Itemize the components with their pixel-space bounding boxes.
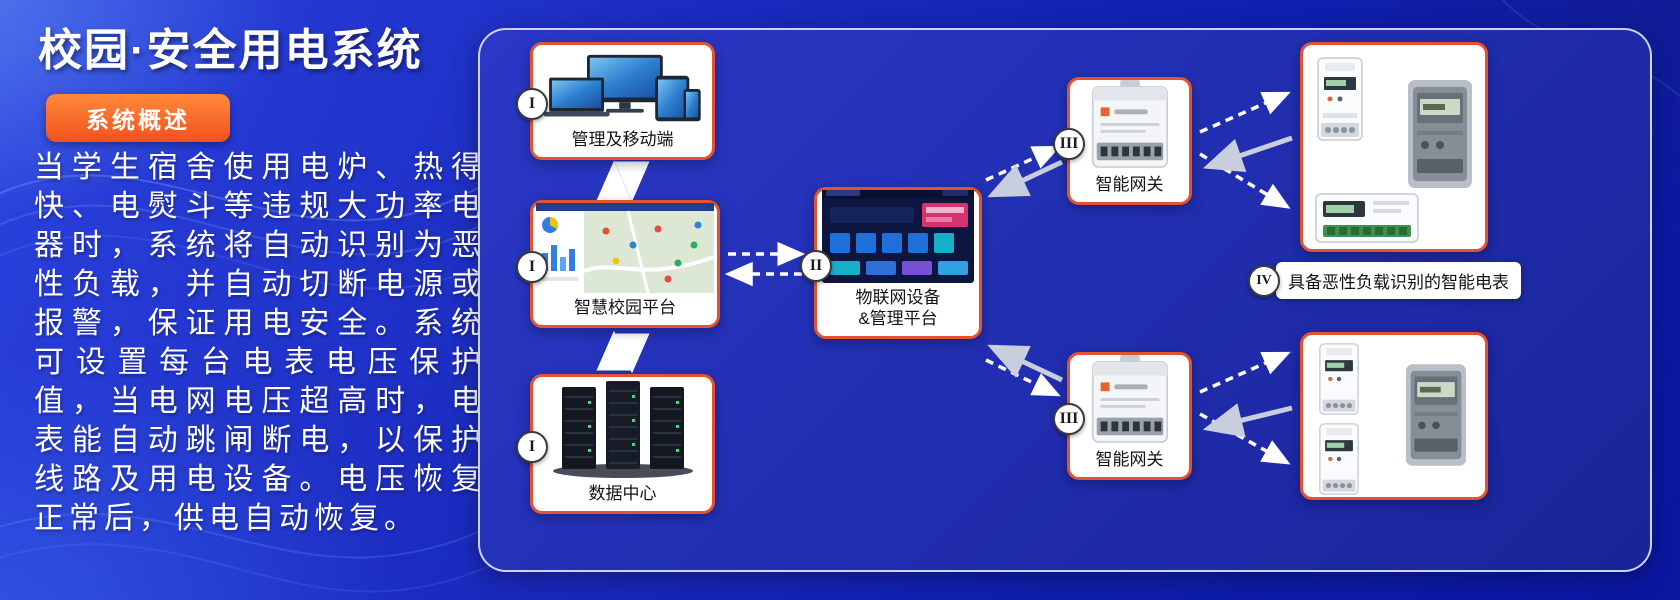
numeral-gateway-bottom: III (1053, 403, 1085, 435)
dashboard-illustration (533, 203, 717, 293)
node-smart-meters-top (1300, 42, 1488, 252)
node-campus-platform: I (516, 200, 720, 328)
numeral-smart-meters: IV (1248, 264, 1280, 297)
node-gateway-top: III 智能网关 (1053, 77, 1192, 205)
smart-meters-caption: IV 具备恶性负载识别的智能电表 (1248, 262, 1521, 299)
meter-dark-illustration (1408, 80, 1472, 188)
overview-badge: 系统概述 (46, 94, 230, 142)
devices-illustration (533, 45, 712, 125)
gateway-illustration (1070, 80, 1189, 170)
server-rack-illustration (533, 377, 712, 479)
node-management: I 管理及移动端 (516, 42, 715, 160)
page-title: 校园·安全用电系统 (38, 26, 423, 75)
iot-screen-illustration (817, 190, 979, 283)
meter-dark-illustration (1405, 364, 1467, 466)
numeral-gateway-top: III (1053, 128, 1085, 160)
data-center-label: 数据中心 (588, 483, 657, 503)
gateway-bottom-label: 智能网关 (1095, 449, 1164, 469)
meter-white-illustration (1319, 343, 1359, 415)
iot-platform-label-line2: &管理平台 (858, 308, 938, 328)
numeral-campus-platform: I (516, 251, 548, 283)
management-label: 管理及移动端 (571, 129, 674, 149)
meter-wide-illustration (1315, 193, 1419, 243)
numeral-iot-platform: II (800, 250, 832, 282)
numeral-data-center: I (516, 431, 548, 463)
smart-meters-label: 具备恶性负载识别的智能电表 (1276, 262, 1521, 299)
node-gateway-bottom: III 智能网关 (1053, 352, 1192, 480)
overview-description: 当学生宿舍使用电炉、热得快、电熨斗等违规大功率电器时，系统将自动识别为恶性负载，… (34, 151, 486, 535)
iot-platform-label-line1: 物联网设备 (855, 287, 941, 307)
diagram-panel: I 管理及移动端 I (478, 28, 1652, 572)
gateway-top-label: 智能网关 (1095, 174, 1164, 194)
gateway-illustration (1070, 355, 1189, 445)
campus-platform-label: 智慧校园平台 (574, 297, 676, 317)
numeral-management: I (516, 88, 548, 120)
meter-white-illustration (1319, 423, 1359, 495)
node-data-center: I 数据中心 (516, 374, 715, 514)
iot-platform-label: 物联网设备 &管理平台 (817, 283, 979, 337)
meter-white-illustration (1317, 57, 1363, 141)
node-smart-meters-bottom (1300, 332, 1488, 500)
node-iot-platform: II 物联网设备 (800, 187, 982, 339)
